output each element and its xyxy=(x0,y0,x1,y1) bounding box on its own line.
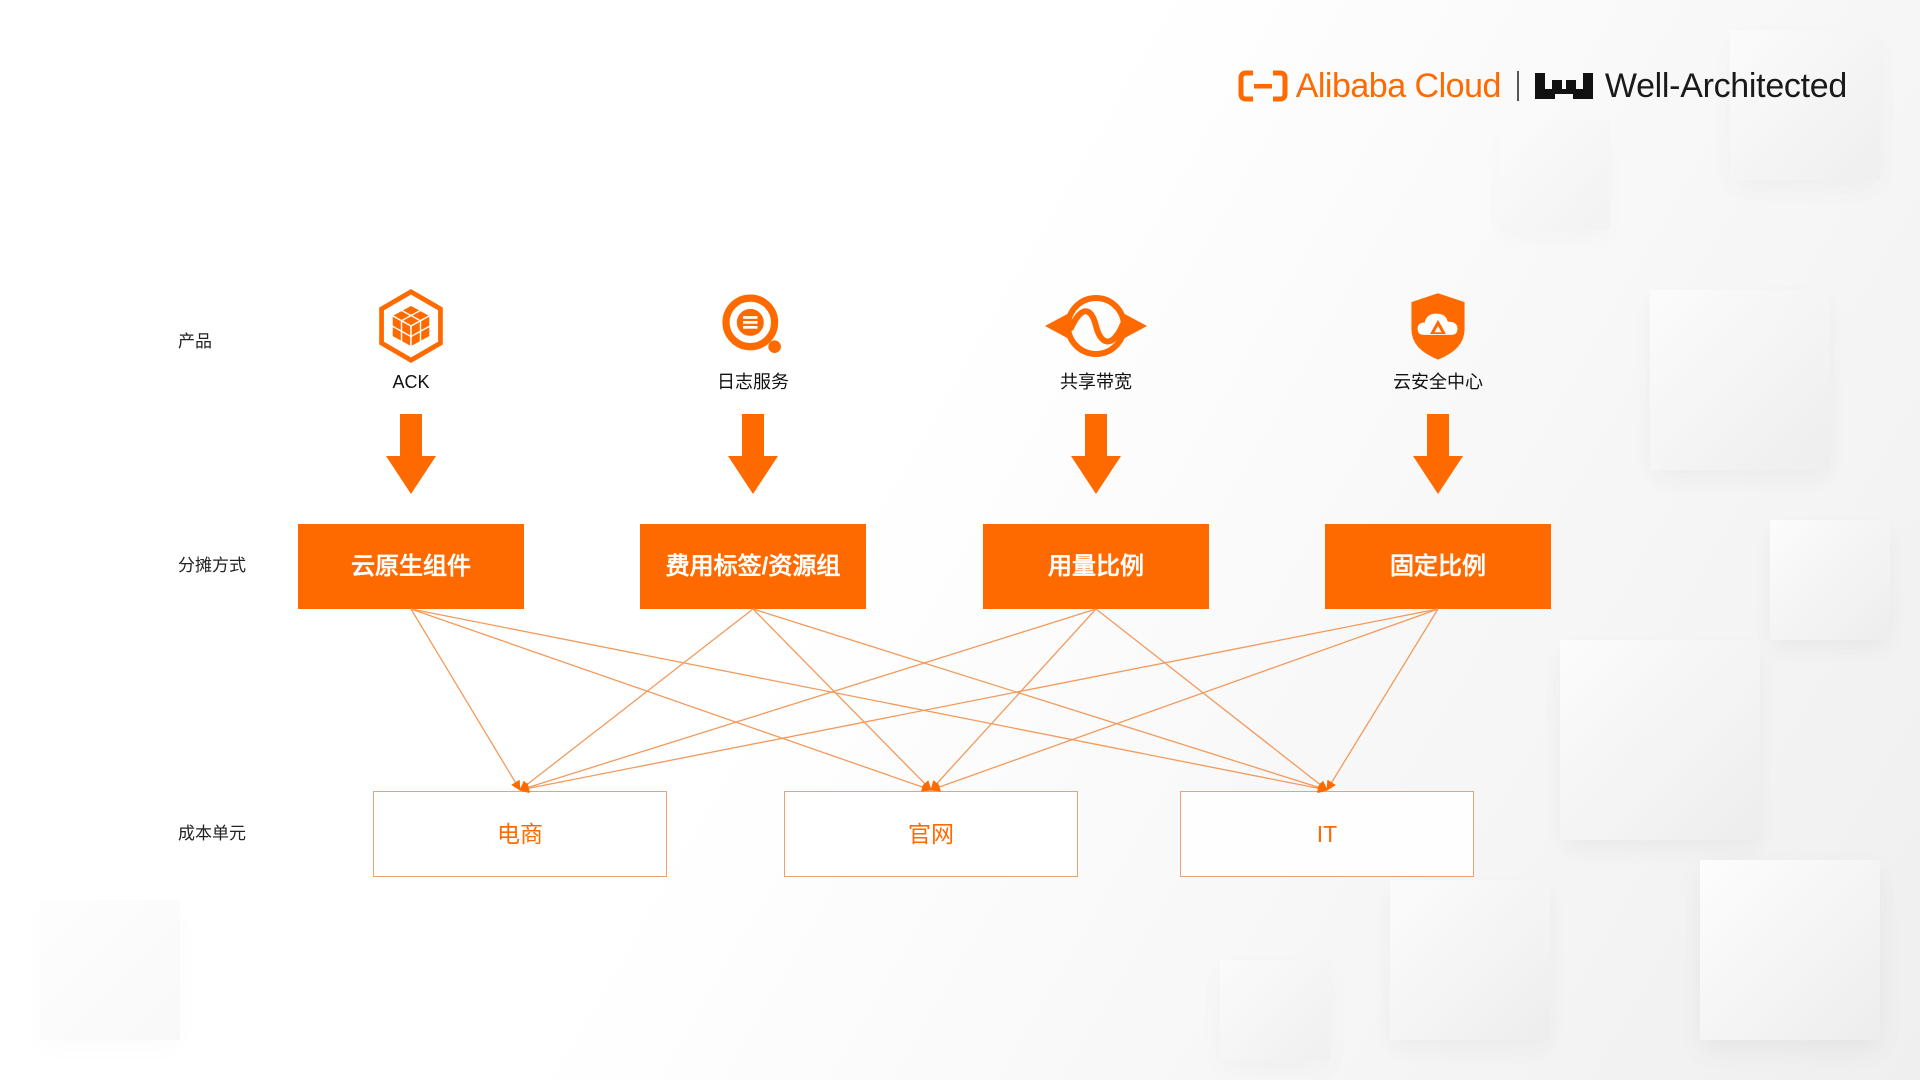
row-label-products: 产品 xyxy=(178,332,212,351)
well-architected-logo-icon xyxy=(1534,73,1593,99)
product-icon-wrap xyxy=(298,286,524,366)
down-arrow-icon xyxy=(728,414,778,494)
down-arrow-icon xyxy=(386,414,436,494)
cost-unit-website: 官网 xyxy=(784,791,1078,877)
bg-tile xyxy=(1500,120,1610,230)
cost-unit-it: IT xyxy=(1180,791,1474,877)
product-icon-wrap xyxy=(1325,286,1551,366)
product-label: 共享带宽 xyxy=(1060,372,1132,392)
cost-unit-ecommerce: 电商 xyxy=(373,791,667,877)
product-column-ack: ACK 云原生组件 xyxy=(298,0,524,610)
allocation-method-fixed-ratio: 固定比例 xyxy=(1325,524,1551,609)
bg-tile xyxy=(1390,880,1550,1040)
security-center-icon xyxy=(1411,293,1465,360)
down-arrow-icon xyxy=(1413,414,1463,494)
bg-tile xyxy=(1220,960,1330,1060)
alibaba-cloud-logo-icon xyxy=(1238,70,1288,102)
product-label: 日志服务 xyxy=(717,372,789,392)
bg-tile xyxy=(1700,860,1880,1040)
log-service-icon xyxy=(722,294,781,353)
alibaba-cloud-wordmark: Alibaba Cloud xyxy=(1295,66,1502,105)
bg-tile xyxy=(1770,520,1890,640)
product-icon-wrap xyxy=(983,286,1209,366)
allocation-method-tags-resource-group: 费用标签/资源组 xyxy=(640,524,866,609)
product-icon-wrap xyxy=(640,286,866,366)
allocation-method-usage-ratio: 用量比例 xyxy=(983,524,1209,609)
brand-header: Alibaba Cloud Well-Architected xyxy=(1238,64,1847,108)
down-arrow-icon xyxy=(1071,414,1121,494)
shared-bandwidth-icon xyxy=(1045,295,1147,357)
product-label: 云安全中心 xyxy=(1393,372,1483,392)
bg-tile xyxy=(1730,30,1880,180)
bg-tile xyxy=(1560,640,1760,840)
bg-tile xyxy=(40,900,180,1040)
ack-container-icon xyxy=(379,289,443,363)
brand-divider xyxy=(1516,71,1519,101)
product-column-log-service: 日志服务 费用标签/资源组 xyxy=(640,0,866,610)
product-label: ACK xyxy=(392,372,430,392)
allocation-method-cloud-native: 云原生组件 xyxy=(298,524,524,609)
row-label-allocation: 分摊方式 xyxy=(178,556,246,575)
row-label-cost-units: 成本单元 xyxy=(178,824,246,843)
product-column-shared-bandwidth: 共享带宽 用量比例 xyxy=(983,0,1209,610)
bg-tile xyxy=(1650,290,1830,470)
product-column-security-center: 云安全中心 固定比例 xyxy=(1325,0,1551,610)
well-architected-wordmark: Well-Architected xyxy=(1604,66,1847,105)
